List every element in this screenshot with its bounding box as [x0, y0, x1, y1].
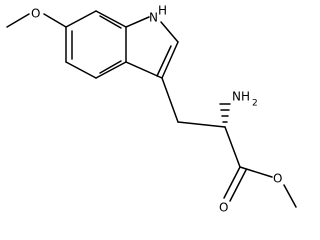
molecule-canvas: O N H NH 2 O O [6, 4, 297, 215]
bond-c7a-n [125, 16, 150, 28]
bond-c3-ch2 [161, 77, 179, 123]
bond-o-aryl [43, 13, 67, 28]
bond-calpha-carbonyl [224, 126, 241, 168]
double-bond-inner-3 [99, 15, 122, 29]
structure-diagram: O N H NH 2 O O [6, 4, 297, 215]
double-bond-inner-2 [99, 60, 122, 74]
bond-methyl-o [6, 13, 30, 28]
bond-c2-c3 [161, 41, 179, 79]
bond-b2-b3 [65, 61, 97, 79]
stereo-hash-wedge [219, 103, 231, 123]
label-methoxy-o: O [31, 7, 40, 21]
label-amino: NH [232, 90, 250, 104]
label-ether-o: O [273, 172, 282, 186]
bond-b3-b4 [95, 61, 127, 79]
bond-carbonyl-o-double-2 [229, 169, 247, 202]
label-carbonyl-o: O [219, 201, 228, 215]
bond-c3-c3a [125, 61, 163, 79]
label-amino-sub: 2 [252, 99, 258, 109]
bond-o-methyl [283, 184, 297, 208]
bond-n-c2 [160, 21, 179, 43]
bond-carbonyl-o-double-1 [223, 166, 241, 199]
label-indole-h: H [158, 4, 167, 18]
bond-ch2-calpha [177, 121, 226, 128]
bond-carbonyl-o-ether [239, 166, 273, 178]
bond-b6-b1 [65, 10, 97, 28]
double-bond-c2-c3 [156, 45, 172, 77]
label-indole-n: N [149, 11, 158, 25]
bond-b5-b6 [95, 10, 127, 28]
